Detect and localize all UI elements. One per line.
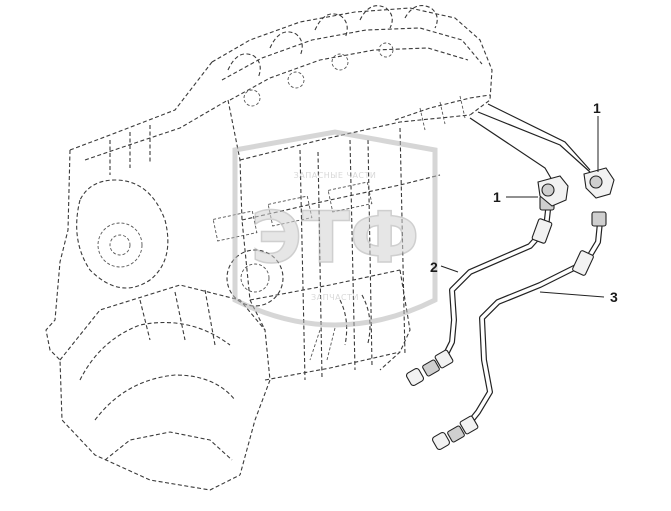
pipe-2 [405,195,555,387]
callout-2: 2 [430,259,438,275]
watermark-logo-text: ЭТФ [251,197,420,279]
elbow-fitting-left [537,175,569,207]
callout-1-left: 1 [493,189,501,205]
elbow-fitting-right [583,167,615,199]
watermark-logo: ЗАПАСНЫЕ ЧАСТИ ЭТФ ЗАПЧАСТИ [232,129,438,328]
callout-1-right: 1 [593,100,601,116]
watermark-bottom-caption: ЗАПЧАСТИ [311,293,359,302]
callout-leaders [440,116,605,298]
pipe-3 [431,211,607,451]
rail-connections [469,103,591,181]
engine-block-outline [45,5,493,491]
callout-3: 3 [610,289,618,305]
watermark-top-caption: ЗАПАСНЫЕ ЧАСТИ [294,171,377,180]
